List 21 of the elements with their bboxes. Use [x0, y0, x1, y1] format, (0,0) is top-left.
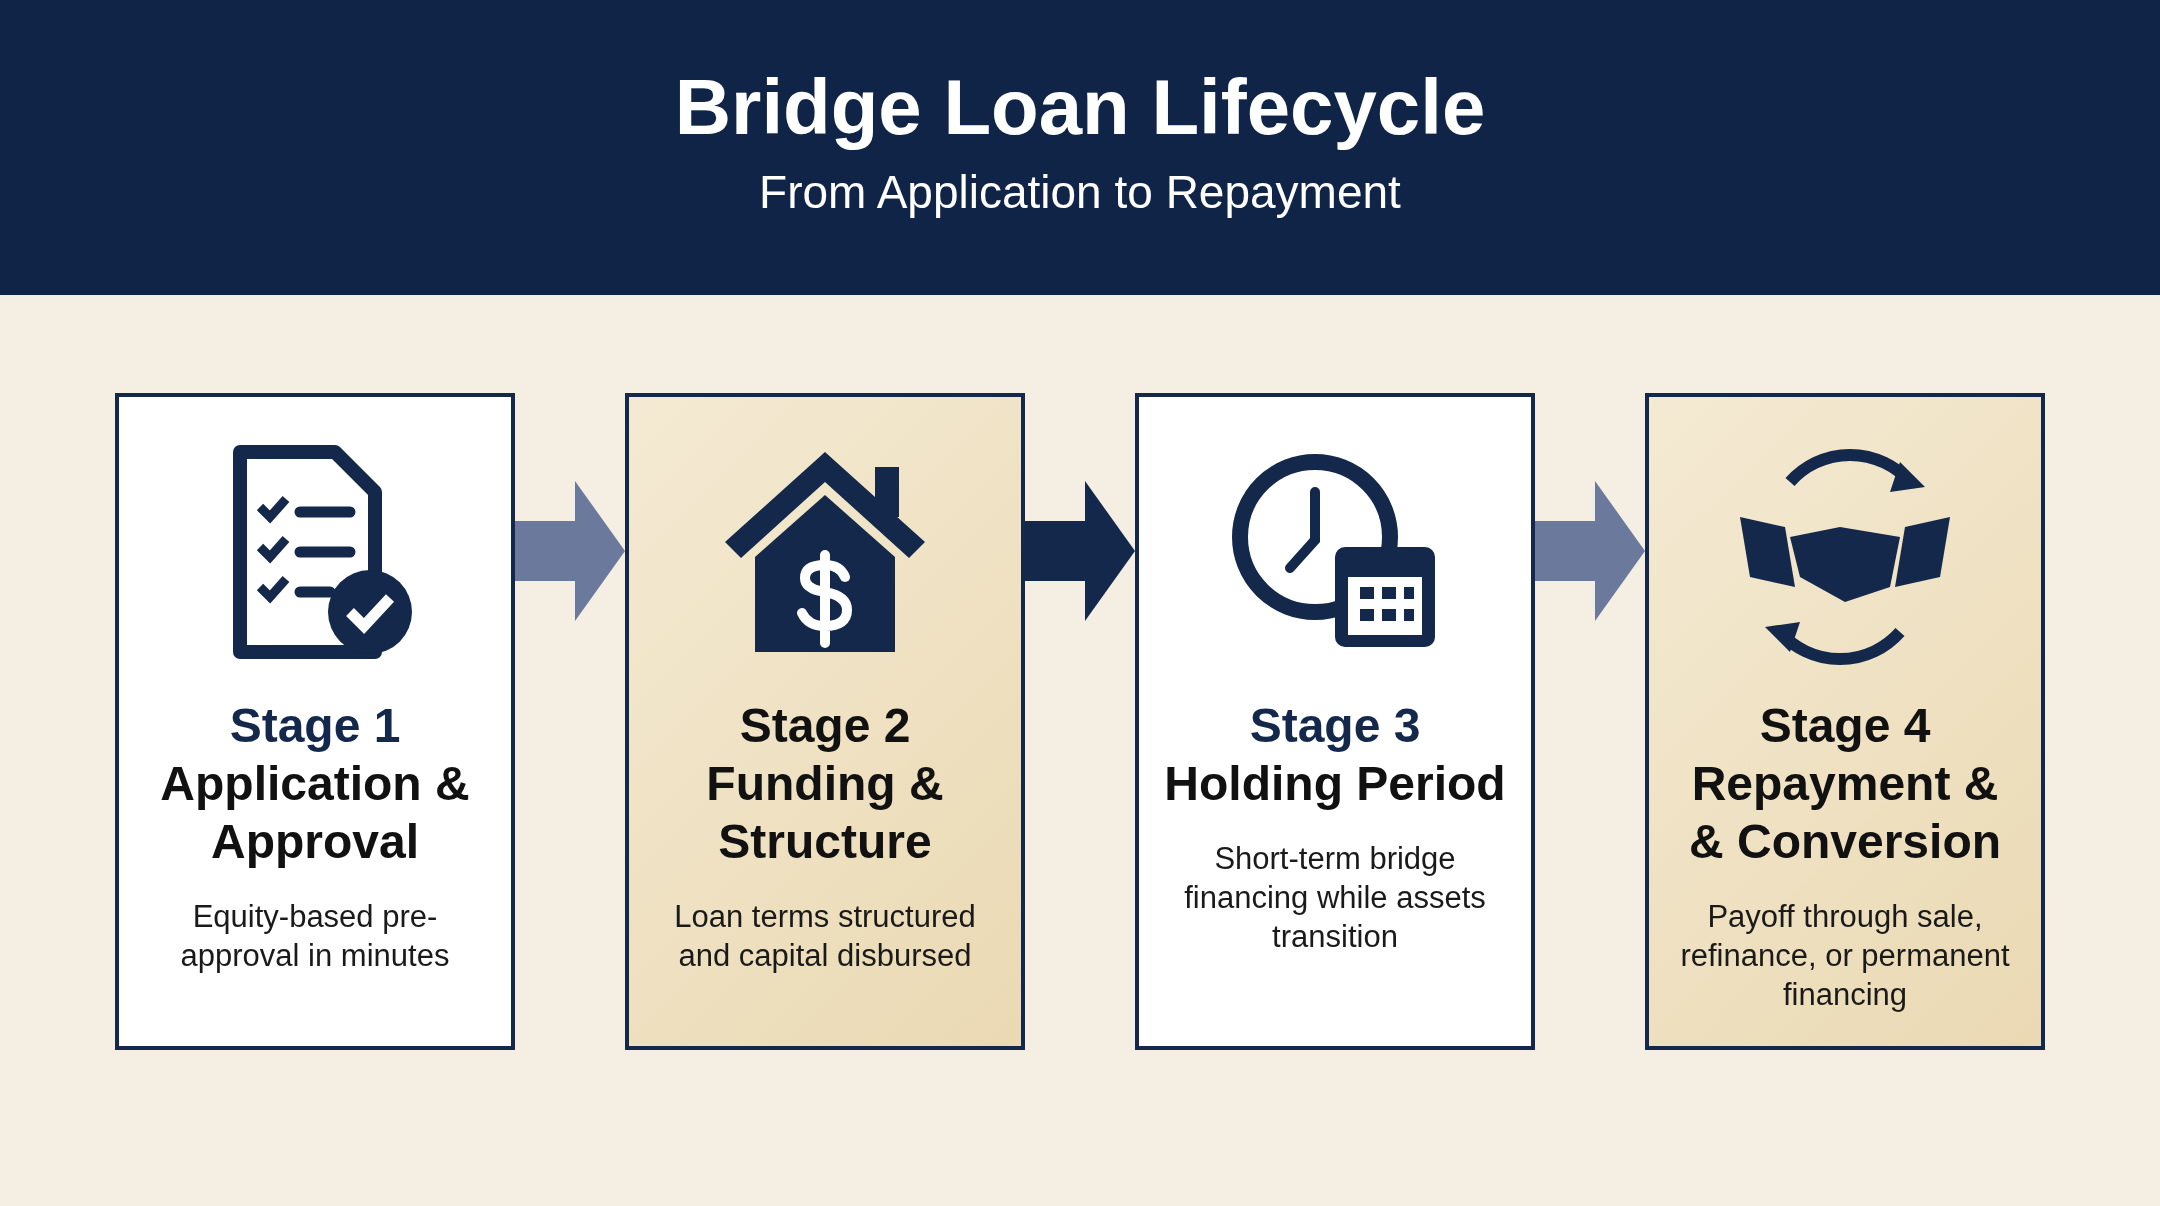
stage-title: Holding Period	[1163, 756, 1507, 812]
arrow	[1535, 481, 1645, 621]
stage-description: Payoff through sale, refinance, or permanent financing	[1679, 898, 2011, 1014]
stage-title: Funding & Structure	[705, 756, 945, 870]
stage-description: Short-term bridge financing while assets transition	[1183, 840, 1487, 956]
stage-description: Equity-based pre-approval in minutes	[179, 898, 451, 975]
stage-title: Repayment & & Conversion	[1687, 756, 2002, 870]
stage-card	[625, 393, 1025, 1050]
subtitle: From Application to Repayment	[759, 165, 1401, 219]
arrow	[515, 481, 625, 621]
stage-description: Loan terms structured and capital disbursed	[673, 898, 977, 975]
stage-title: Application & Approval	[159, 756, 471, 870]
stage-card	[115, 393, 515, 1050]
stage-number: Stage 1	[228, 698, 402, 754]
stage-card	[1135, 393, 1535, 1050]
stage-number: Stage 2	[738, 698, 912, 754]
arrow	[1025, 481, 1135, 621]
stage-number: Stage 4	[1758, 698, 1932, 754]
stage-card	[1645, 393, 2045, 1050]
stage-number: Stage 3	[1248, 698, 1422, 754]
title: Bridge Loan Lifecycle	[674, 62, 1486, 153]
